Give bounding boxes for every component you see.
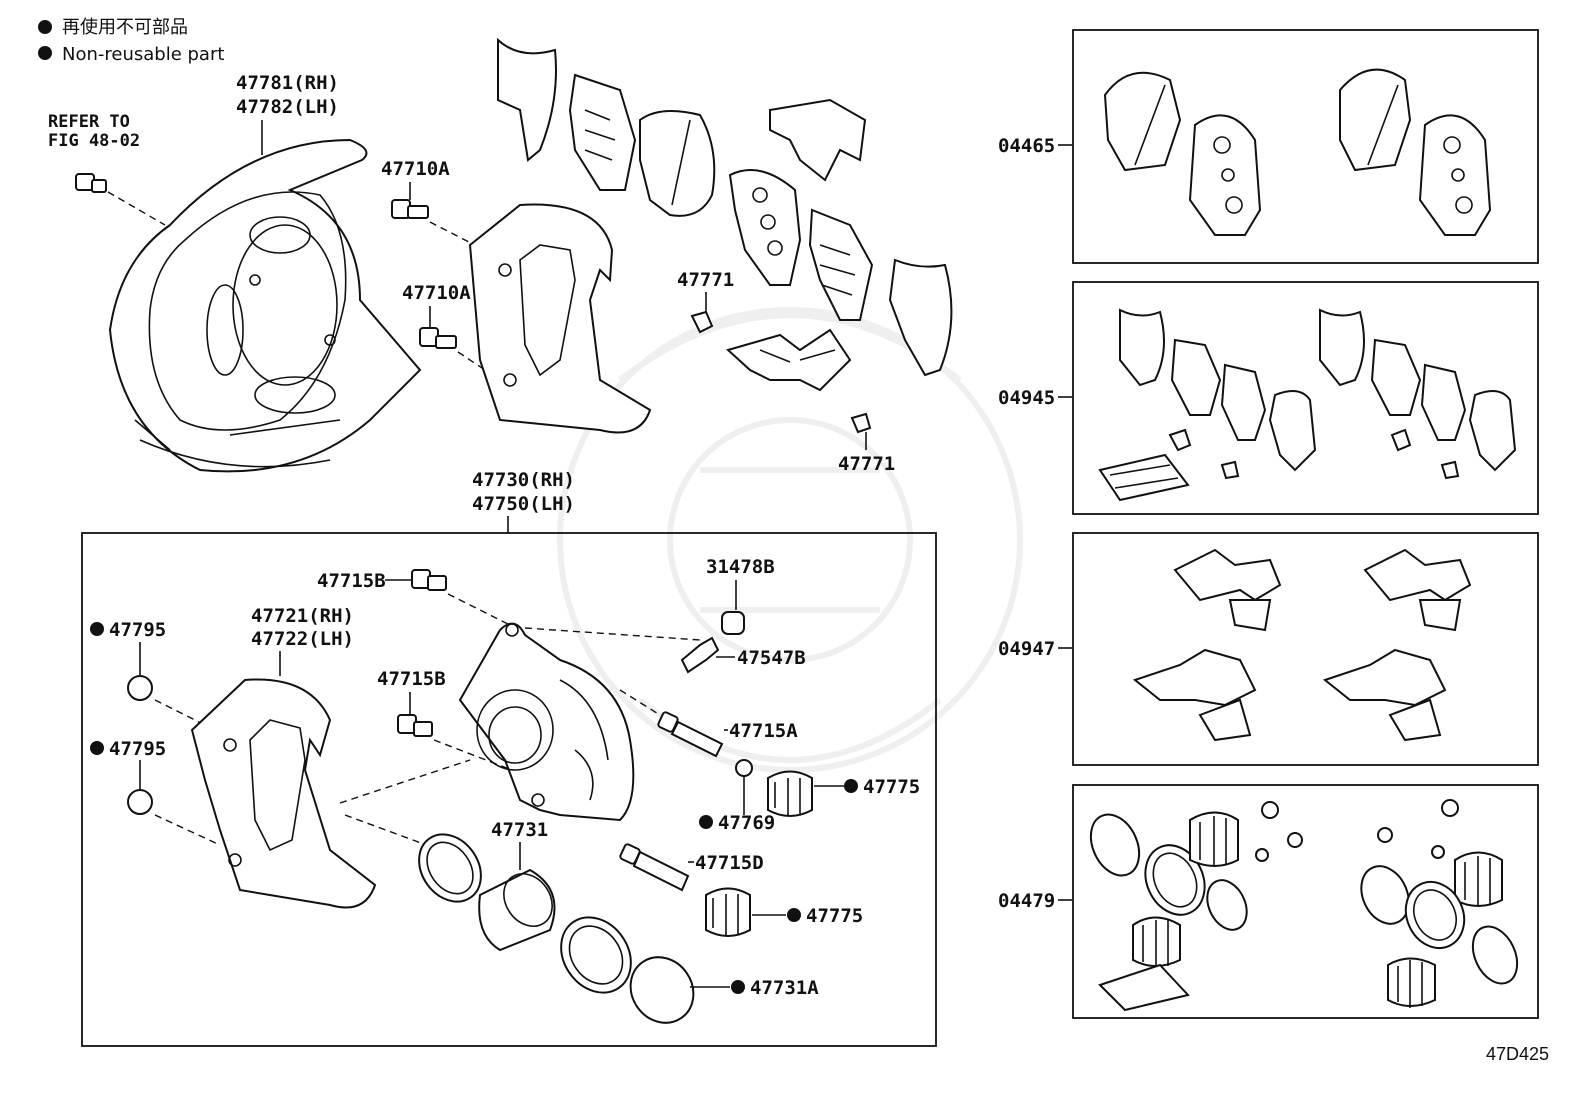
refer-line1: REFER TO (48, 112, 130, 132)
bolt-47710A-2-icon (419, 327, 457, 349)
label-47775-2: 47775 (806, 905, 863, 927)
kit-code-04945: 04945 (998, 387, 1055, 409)
label-47731A: 47731A (750, 977, 819, 999)
kit-code-04947: 04947 (998, 638, 1055, 660)
watermark-emblem (557, 307, 1023, 773)
bolt-47710A-1-icon (391, 199, 429, 219)
kit-04945: 04945 (998, 281, 1539, 515)
guide-pin-47715A-icon (657, 711, 724, 758)
seal-ring-47731A-icon (629, 956, 695, 1024)
bushing-47795-1-icon (127, 675, 153, 701)
anti-rattle-spring-kit-icon (1132, 548, 1472, 742)
bleeder-plug-icon (680, 636, 720, 674)
label-47715A: 47715A (729, 720, 798, 742)
label-47775-1: 47775 (863, 776, 920, 798)
legend-dot-icon (38, 46, 52, 60)
non-reusable-dot-icon (731, 980, 745, 994)
legend-en: Non-reusable part (62, 44, 224, 65)
kit-04479: 04479 (998, 784, 1539, 1019)
label-47730: 47730(RH) (472, 469, 575, 491)
non-reusable-dot-icon (787, 908, 801, 922)
non-reusable-dot-icon (90, 622, 104, 636)
label-47795-2: 47795 (109, 738, 166, 760)
figure-id: 47D425 (1486, 1044, 1549, 1064)
refer-line2: FIG 48-02 (48, 131, 140, 151)
label-47715B-1: 47715B (317, 570, 386, 592)
boot-47775-2-icon (705, 887, 751, 937)
label-47795-1: 47795 (109, 619, 166, 641)
clip-47771-top-icon (690, 310, 714, 334)
label-31478B: 31478B (706, 556, 775, 578)
piston-47731-icon (418, 833, 556, 952)
label-47769: 47769 (718, 812, 775, 834)
kit-code-04479: 04479 (998, 890, 1055, 912)
label-47710A-2: 47710A (402, 282, 471, 304)
non-reusable-dot-icon (90, 741, 104, 755)
kit-04465: 04465 (998, 29, 1539, 264)
bleeder-cap-icon (721, 611, 745, 635)
clip-47771-bottom-icon (850, 412, 872, 434)
label-47547B: 47547B (737, 647, 806, 669)
bolt-47715B-1-icon (411, 569, 447, 591)
refer-bolt-icon (75, 173, 107, 193)
label-47721: 47721(RH) (251, 605, 354, 627)
bushing-47769-icon (735, 759, 753, 777)
label-47722: 47722(LH) (251, 628, 354, 650)
legend-jp: 再使用不可部品 (62, 17, 188, 38)
non-reusable-dot-icon (699, 815, 713, 829)
guide-pin-47715D-icon (619, 843, 690, 892)
legend: 再使用不可部品 Non-reusable part (38, 17, 224, 65)
brake-pad-set-icon (1103, 68, 1492, 236)
boot-47775-1-icon (767, 770, 813, 817)
pad-shim-kit-icon (1098, 308, 1517, 502)
label-47771-top: 47771 (677, 269, 734, 291)
legend-dot-icon (38, 20, 52, 34)
bolt-47715B-2-icon (397, 714, 433, 737)
kit-code-04465: 04465 (998, 135, 1055, 157)
caliper-seal-kit-icon (1089, 799, 1519, 1012)
caliper-body-icon (458, 622, 635, 822)
piston-seal-icon (560, 916, 632, 994)
label-47771-bottom: 47771 (838, 453, 895, 475)
label-47731: 47731 (491, 819, 548, 841)
non-reusable-dot-icon (844, 779, 858, 793)
dust-shield-icon (108, 138, 422, 473)
anti-rattle-springs-icon (726, 328, 852, 392)
upper-caliper-bracket-icon (468, 203, 652, 434)
label-47710A-1: 47710A (381, 158, 450, 180)
brake-pad-shims-top-icon (497, 37, 953, 377)
label-47750: 47750(LH) (472, 493, 575, 515)
bushing-47795-2-icon (127, 789, 153, 815)
label-47782: 47782(LH) (236, 96, 339, 118)
label-47781: 47781(RH) (236, 72, 339, 94)
caliper-assembly-box (81, 532, 937, 1047)
label-47715D: 47715D (695, 852, 764, 874)
label-47715B-2: 47715B (377, 668, 446, 690)
caliper-mounting-bracket-icon (190, 678, 377, 909)
kit-04947: 04947 (998, 532, 1539, 766)
